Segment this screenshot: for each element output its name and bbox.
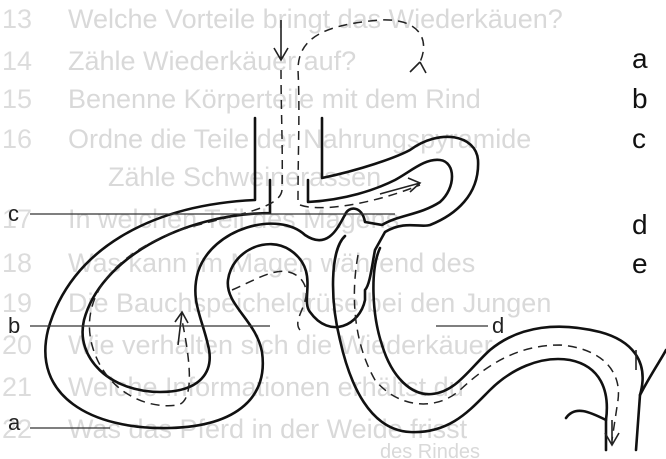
label-e-right: e — [632, 248, 648, 279]
bg-line: Was das Pferd in der Weide frisst — [68, 414, 468, 444]
bg-number: 14 — [2, 46, 32, 76]
bg-number: 13 — [2, 4, 32, 34]
bg-line: Welche Vorteile bringt das Wiederkäuen? — [68, 4, 563, 34]
bg-line: Wie verhalten sich die Wiederkäuer — [68, 330, 493, 360]
rumination-arrow-icon — [410, 62, 426, 73]
bg-number: 15 — [2, 84, 32, 114]
background-text: 13 Welche Vorteile bringt das Wiederkäue… — [2, 4, 563, 459]
bg-line: Was kann im Magen während des — [68, 248, 475, 278]
duodenum-wall — [566, 411, 606, 420]
bg-line: Benenne Körperteile mit dem Rind — [68, 84, 481, 114]
omasum-arrow-icon — [380, 178, 420, 194]
label-b-left: b — [8, 313, 20, 338]
bg-line: Zähle Wiederkäuer auf? — [68, 46, 356, 76]
label-b-right: b — [632, 83, 648, 114]
bg-number: 21 — [2, 372, 32, 402]
label-d-inline: d — [492, 313, 504, 338]
label-a-right: a — [632, 43, 648, 74]
bg-line: Zähle Schweinerassen — [108, 162, 381, 192]
bg-number: 18 — [2, 248, 32, 278]
outlet-wall — [640, 350, 666, 395]
label-c-right: c — [632, 123, 646, 154]
label-c-left: c — [8, 201, 19, 226]
label-a-left: a — [8, 410, 21, 435]
bg-caption: des Rindes — [380, 441, 480, 459]
label-d-right: d — [632, 209, 648, 240]
bg-number: 16 — [2, 124, 32, 154]
